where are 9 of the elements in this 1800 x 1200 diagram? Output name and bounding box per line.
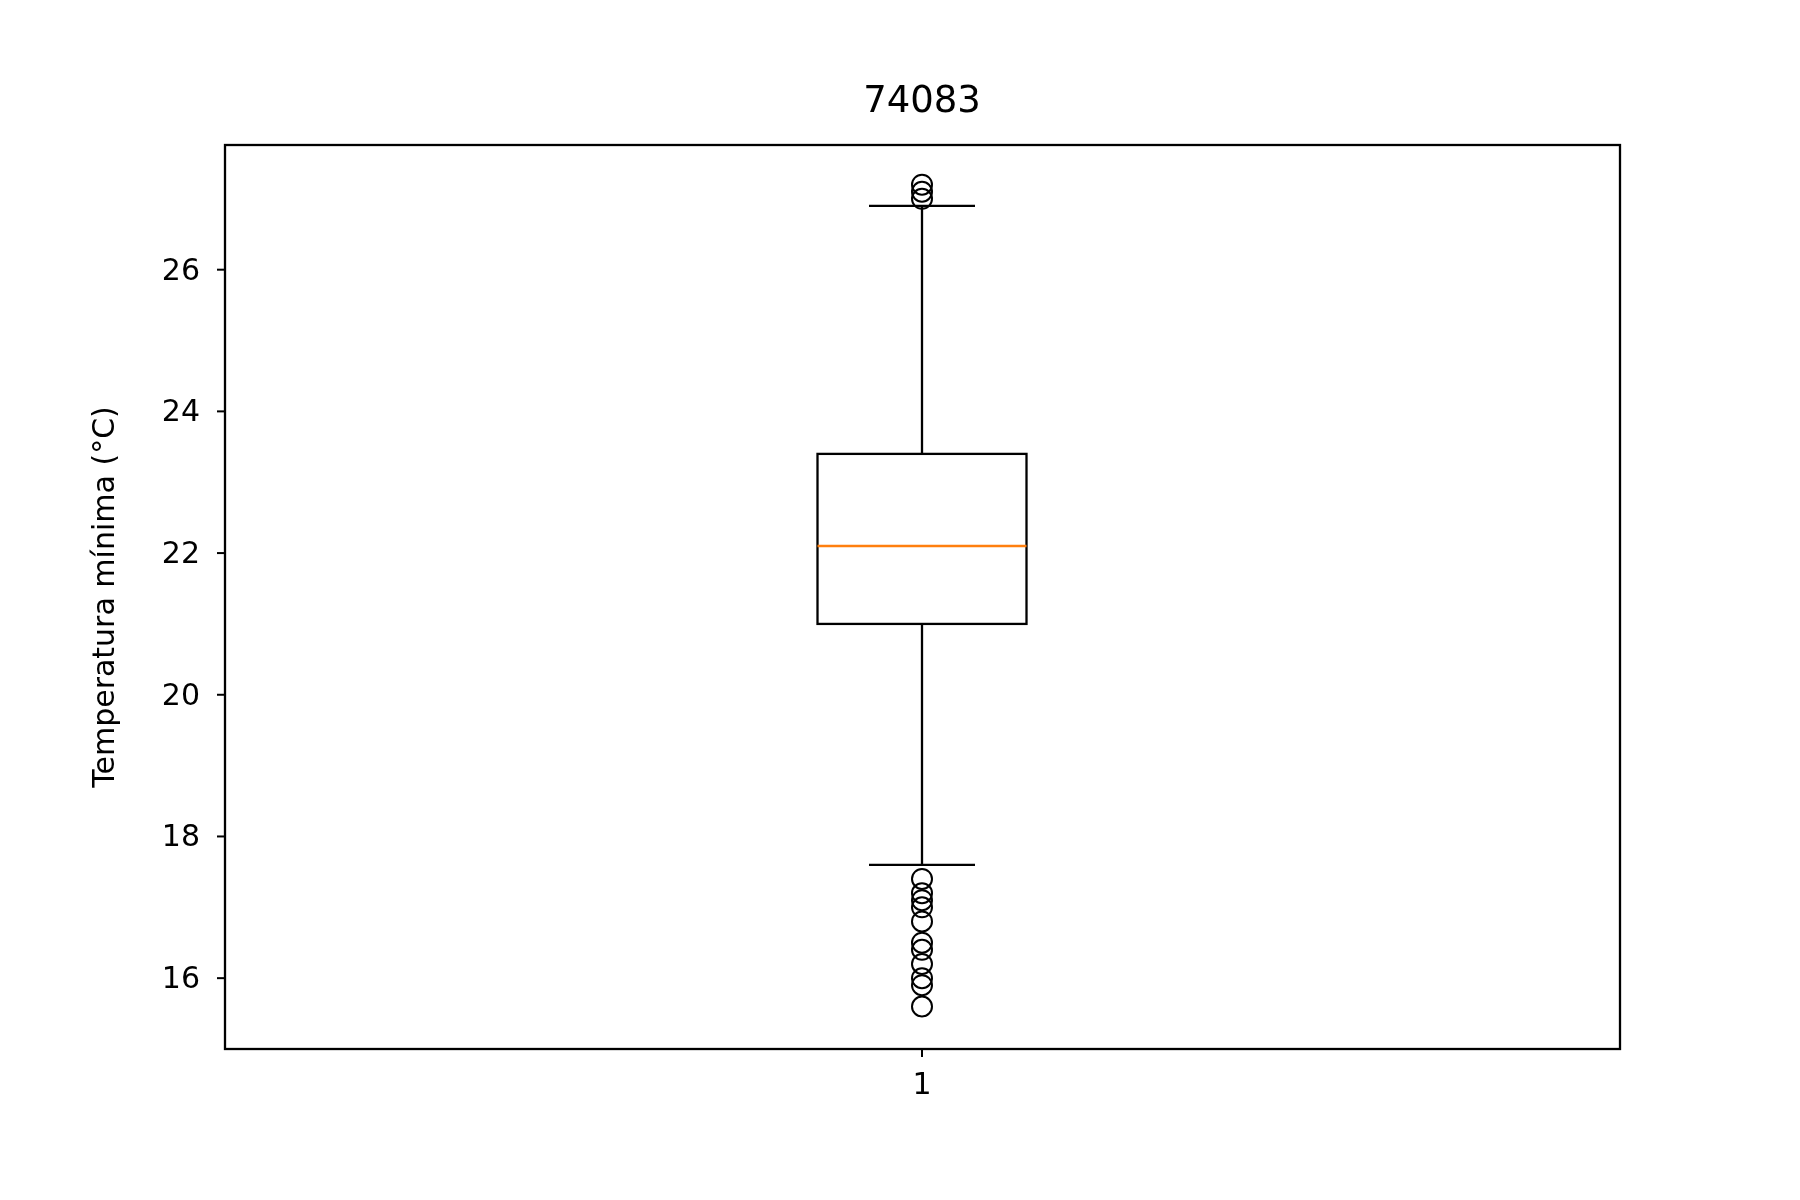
y-tick-label: 16 xyxy=(160,961,200,996)
chart-title: 74083 xyxy=(862,78,982,122)
y-axis-label: Temperatura mínima (°C) xyxy=(87,406,121,788)
y-tick-label: 18 xyxy=(160,819,200,854)
y-tick-label: 22 xyxy=(160,536,200,571)
x-tick-label: 1 xyxy=(911,1067,933,1101)
y-tick-label: 20 xyxy=(160,677,200,712)
y-tick-label: 24 xyxy=(160,394,200,429)
y-tick-label: 26 xyxy=(160,252,200,287)
